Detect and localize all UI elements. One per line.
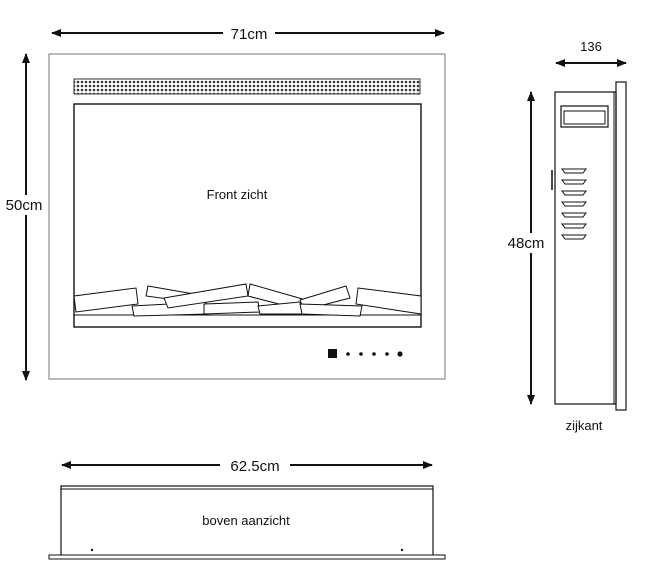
side-view: 136 48cm zijkant <box>503 39 627 433</box>
side-louvres <box>561 168 587 240</box>
side-outlet <box>560 105 609 128</box>
control-dot-icon[interactable] <box>385 352 389 356</box>
side-caption: zijkant <box>566 418 603 433</box>
top-width-dimension: 62.5cm <box>61 456 433 475</box>
side-height-label: 48cm <box>508 235 545 252</box>
side-outlet-inner <box>563 110 606 125</box>
top-caption: boven aanzicht <box>202 513 290 528</box>
control-dot-icon[interactable] <box>372 352 376 356</box>
side-height-dimension: 48cm <box>503 91 551 405</box>
front-width-dimension: 71cm <box>51 24 445 43</box>
control-panel <box>328 349 403 358</box>
side-front-flange <box>615 81 627 411</box>
heater-grille <box>73 78 421 95</box>
control-dot-icon[interactable] <box>397 351 403 357</box>
top-width-label: 62.5cm <box>230 458 279 475</box>
control-dot-icon[interactable] <box>359 352 363 356</box>
power-button-icon[interactable] <box>328 349 337 358</box>
top-front-flange <box>48 554 446 560</box>
firebox-window <box>73 103 422 328</box>
front-view: 71cm 50cm Front zicht <box>2 24 446 381</box>
front-width-label: 71cm <box>231 26 268 43</box>
side-body <box>554 91 617 405</box>
side-depth-label: 136 <box>580 39 602 54</box>
front-height-dimension: 50cm <box>2 53 48 381</box>
front-caption: Front zicht <box>207 187 268 202</box>
screw-icon <box>400 548 404 552</box>
side-depth-dimension: 136 <box>555 39 627 67</box>
log-set <box>73 283 422 317</box>
front-height-label: 50cm <box>6 197 43 214</box>
top-view: 62.5cm boven aanzicht <box>48 456 446 560</box>
screw-icon <box>90 548 94 552</box>
front-outer-frame <box>48 53 446 380</box>
control-dot-icon[interactable] <box>346 352 350 356</box>
